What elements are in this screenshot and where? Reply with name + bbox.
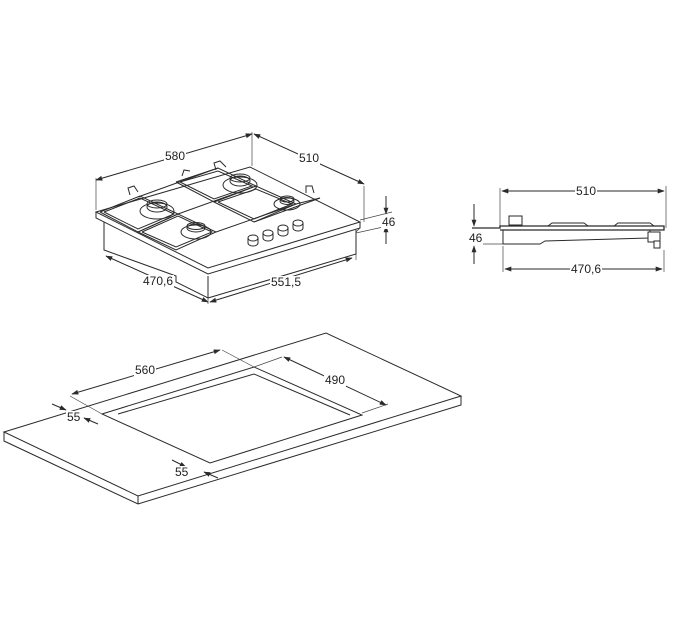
burner-front-right: [273, 195, 301, 211]
knob-1: [247, 234, 259, 247]
label-hob-depth-510: 510: [298, 151, 321, 165]
label-hob-height-46: 46: [381, 215, 397, 229]
isometric-hob-view: [94, 132, 393, 304]
knob-3: [277, 224, 289, 237]
side-body: [502, 230, 651, 245]
countertop-cutout-view: [2, 332, 463, 505]
label-back-margin-55: 55: [66, 410, 82, 424]
label-hob-bottom-depth-470-6: 470,6: [142, 274, 175, 288]
side-knob: [508, 215, 523, 226]
side-view: [471, 186, 667, 272]
label-front-margin-55: 55: [174, 465, 190, 479]
burner-rear-left: [139, 199, 175, 220]
label-cutout-width-560: 560: [134, 363, 157, 377]
label-hob-bottom-width-551-5: 551,5: [270, 275, 303, 289]
knob-2: [262, 229, 274, 242]
knob-4: [292, 219, 304, 232]
burners: [139, 173, 301, 240]
label-side-bottom-depth-470-6: 470,6: [570, 262, 603, 276]
label-side-height-46: 46: [468, 231, 484, 245]
label-cutout-depth-490: 490: [324, 373, 347, 387]
label-side-depth-510: 510: [575, 184, 598, 198]
hob-top-plate: [94, 166, 362, 269]
control-knobs: [247, 219, 304, 247]
label-hob-width-580: 580: [164, 149, 187, 163]
burner-front-left: [180, 222, 212, 240]
side-plate: [472, 225, 665, 231]
